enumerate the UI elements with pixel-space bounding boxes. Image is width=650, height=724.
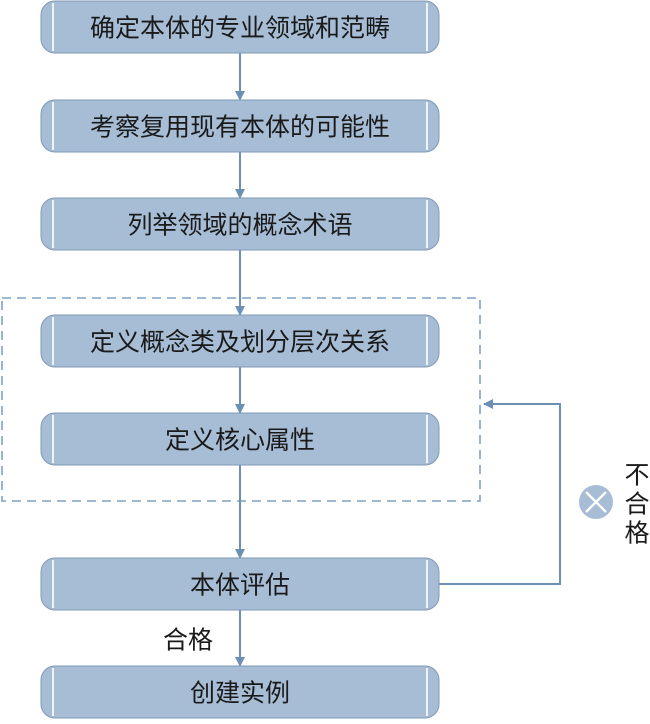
step-box (40, 412, 440, 466)
fail-label-char: 合 (624, 490, 649, 519)
step-label: 本体评估 (190, 571, 290, 600)
step-box (40, 665, 440, 719)
step-6: 本体评估 (40, 557, 440, 611)
step-7: 创建实例 (40, 665, 440, 719)
step-1: 确定本体的专业领域和范畴 (40, 0, 440, 54)
step-label: 列举领域的概念术语 (127, 211, 352, 240)
step-box (40, 197, 440, 251)
feedback-loop-arrow (438, 399, 561, 585)
step-5: 定义核心属性 (40, 412, 440, 466)
step-label: 考察复用现有本体的可能性 (90, 113, 390, 142)
pass-label: 合格 (163, 626, 213, 655)
step-2: 考察复用现有本体的可能性 (40, 99, 440, 153)
step-label: 定义核心属性 (165, 426, 315, 455)
fail-label-char: 不 (624, 461, 649, 490)
step-3: 列举领域的概念术语 (40, 197, 440, 251)
step-box (40, 0, 440, 54)
step-box (40, 99, 440, 153)
connectors (235, 53, 561, 667)
step-label: 定义概念类及划分层次关系 (90, 328, 390, 357)
step-4: 定义概念类及划分层次关系 (40, 314, 440, 368)
fail-x-icon (579, 485, 613, 519)
step-box (40, 557, 440, 611)
step-label: 创建实例 (190, 679, 290, 708)
fail-cross-line (585, 491, 607, 513)
step-box (40, 314, 440, 368)
step-label: 确定本体的专业领域和范畴 (90, 14, 390, 43)
fail-label-char: 格 (624, 519, 649, 548)
